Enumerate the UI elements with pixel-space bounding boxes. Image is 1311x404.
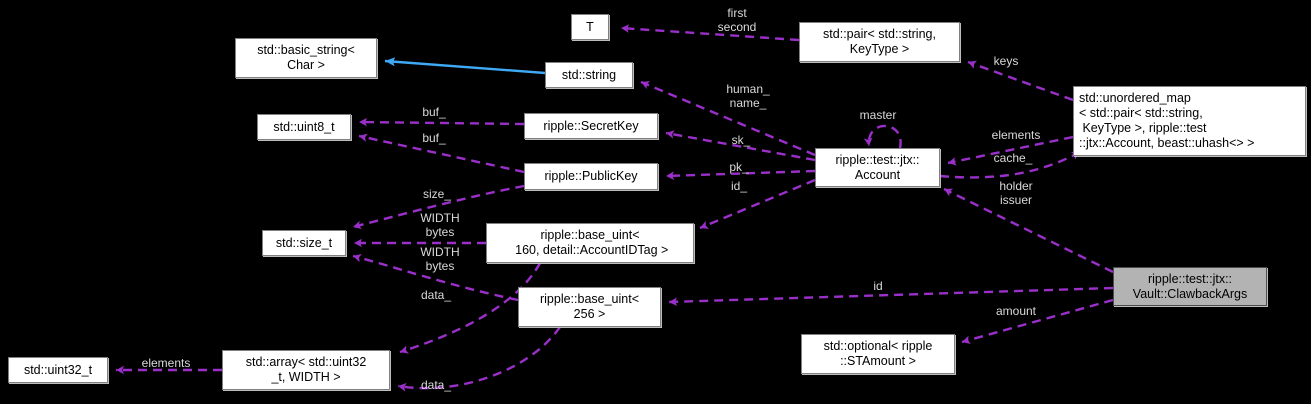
node-n_clawback[interactable]: ripple::test::jtx:: Vault::ClawbackArgs <box>1113 267 1267 306</box>
edge-label-n_publickey-n_uint8: buf_ <box>422 131 446 145</box>
inheritance-edges <box>384 57 546 75</box>
edge-clawback-to-account <box>943 187 1114 274</box>
edge-baseuint256-to-array <box>397 326 561 392</box>
edge-umap-to-account <box>947 135 1074 166</box>
node-n_publickey[interactable]: ripple::PublicKey <box>524 163 658 190</box>
edge-secretkey-to-uint8 <box>358 117 525 127</box>
node-n_array[interactable]: std::array< std::uint32 _t, WIDTH > <box>222 350 390 390</box>
edge-label-n_array-n_uint32: elements <box>141 356 191 370</box>
edge-label-n_secretkey-n_uint8: buf_ <box>422 105 446 119</box>
edge-clawback-to-baseuint256 <box>668 286 1114 307</box>
edge-pair-to-t <box>620 24 800 42</box>
node-n_account[interactable]: ripple::test::jtx:: Account <box>815 148 940 187</box>
edge-label-n_baseuint256-n_array: data_ <box>420 378 452 392</box>
edge-label-n_baseuint160-n_sizet: WIDTH bytes <box>420 211 460 239</box>
edge-baseuint160-to-array <box>399 262 542 354</box>
node-n_string[interactable]: std::string <box>545 62 633 88</box>
node-n_secretkey[interactable]: ripple::SecretKey <box>524 113 658 139</box>
edge-publickey-to-uint8 <box>358 133 525 174</box>
node-n_baseuint256[interactable]: ripple::base_uint< 256 > <box>518 287 661 327</box>
edge-label-n_publickey-n_sizet: size_ <box>422 187 452 201</box>
node-n_pair[interactable]: std::pair< std::string, KeyType > <box>799 22 960 62</box>
edge-label-n_clawback-n_baseuint256: id <box>873 279 883 293</box>
edge-label-n_clawback-n_optional: amount <box>995 304 1037 318</box>
edge-publickey-to-sizet <box>352 184 525 230</box>
node-n_optional[interactable]: std::optional< ripple ::STAmount > <box>801 334 955 374</box>
edge-baseuint256-to-sizet <box>352 253 519 302</box>
edge-account-to-publickey <box>665 169 816 181</box>
edge-label-n_pair-n_t: first second <box>717 6 757 34</box>
node-n_umap[interactable]: std::unordered_map < std::pair< std::str… <box>1073 86 1306 156</box>
edge-account-to-umap <box>939 150 1081 179</box>
node-n_sizet[interactable]: std::size_t <box>262 230 346 256</box>
edge-label-n_baseuint256-n_sizet: WIDTH bytes <box>420 245 460 273</box>
edge-account-to-baseuint160 <box>699 178 816 230</box>
node-n_basicstring[interactable]: std::basic_string< Char > <box>235 38 377 78</box>
edge-label-n_baseuint160-n_array: data_ <box>420 288 452 302</box>
edge-label-n_account-n_umap: cache_ <box>993 151 1033 165</box>
edge-label-n_account-n_string: human_ name_ <box>726 82 770 110</box>
edge-account-to-secretkey <box>665 130 816 162</box>
edge-label-n_clawback-n_account: holder issuer <box>999 179 1033 207</box>
edge-label-n_account-n_publickey: pk_ <box>729 160 749 174</box>
edge-account-to-string <box>640 80 816 157</box>
edge-label-n_account-n_baseuint160: id_ <box>730 179 748 193</box>
edge-label-n_account-n_secretkey: sk_ <box>731 133 751 147</box>
edge-string-to-basicstring <box>384 57 546 75</box>
edge-label-n_account-n_account: master <box>859 108 897 122</box>
usage-edges <box>116 24 1114 392</box>
node-n_t[interactable]: T <box>571 14 609 40</box>
edge-account-master-self <box>863 124 902 149</box>
node-n_uint8[interactable]: std::uint8_t <box>257 114 351 140</box>
edge-label-n_umap-n_pair: keys <box>993 54 1019 68</box>
edge-label-n_umap-n_account: elements <box>991 128 1041 142</box>
edge-umap-to-pair <box>967 60 1074 102</box>
node-n_uint32[interactable]: std::uint32_t <box>8 357 108 383</box>
edge-clawback-to-optional <box>961 298 1114 344</box>
node-n_baseuint160[interactable]: ripple::base_uint< 160, detail::AccountI… <box>486 223 694 263</box>
